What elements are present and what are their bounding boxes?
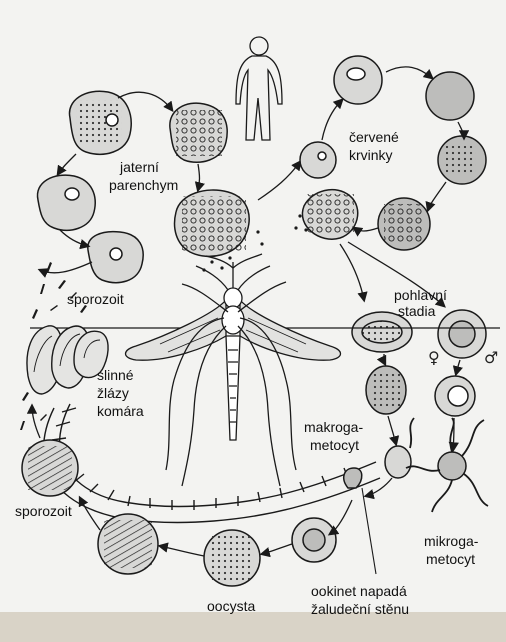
- male-symbol: ♂: [484, 348, 498, 367]
- label-slinne-2: žlázy: [97, 384, 129, 402]
- human-figure: [236, 37, 282, 140]
- label-ookinet-1: ookinet napadá: [311, 582, 407, 600]
- label-cervene-1: červené: [349, 128, 399, 146]
- label-mikro-1: mikroga-: [424, 532, 478, 550]
- label-mikro-2: metocyt: [426, 550, 475, 568]
- label-jaterni-1: jaterní: [120, 158, 159, 176]
- label-slinne-3: komára: [97, 402, 144, 420]
- bottom-page-strip: [0, 612, 506, 642]
- red-blood-cells: [300, 56, 486, 250]
- label-slinne-1: slinné: [97, 366, 134, 384]
- label-sporozoit-bottom: sporozoit: [15, 502, 72, 520]
- mosquito: [126, 254, 341, 486]
- label-makro-1: makroga-: [304, 418, 363, 436]
- label-makro-2: metocyt: [310, 436, 359, 454]
- label-jaterni-2: parenchym: [109, 176, 178, 194]
- sexual-stage-cells: [352, 310, 486, 480]
- ookinet-pointer-line: [362, 488, 376, 574]
- label-ookinet-2: žaludeční stěnu: [311, 600, 409, 618]
- label-cervene-2: krvinky: [349, 146, 393, 164]
- oocysts: [22, 440, 362, 586]
- label-sporozoit-top: sporozoit: [67, 290, 124, 308]
- label-oocysta: oocysta: [207, 597, 255, 615]
- salivary-glands: [27, 326, 108, 394]
- female-symbol: ♀: [428, 348, 440, 367]
- label-pohlavni-2: stadia: [398, 302, 435, 320]
